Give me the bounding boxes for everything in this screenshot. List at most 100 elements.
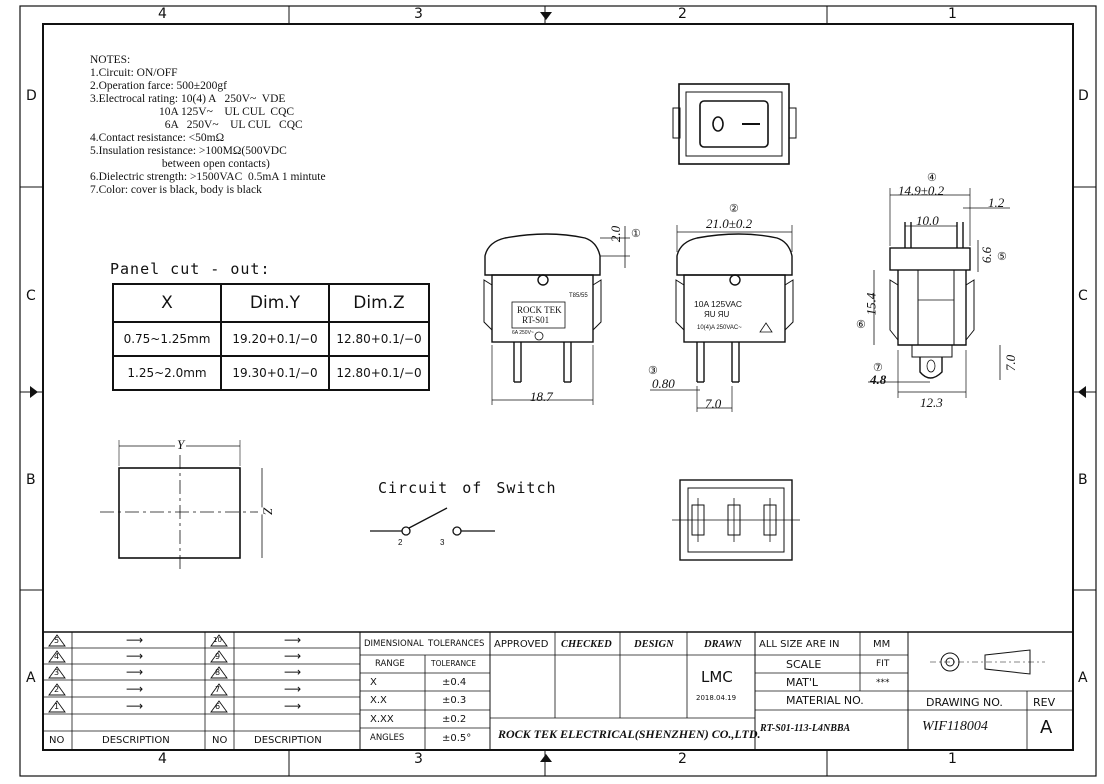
note-circuit: 1.Circuit: ON/OFF	[90, 67, 178, 79]
tol-value-xxx: ±0.2	[442, 714, 467, 725]
design-label: DESIGN	[634, 639, 674, 650]
side-dim-height: 2.0	[608, 225, 624, 243]
right-dim-inner: 10.0	[916, 213, 939, 228]
panel-cut-header-x: X	[112, 283, 222, 323]
panel-cut-cell: 12.80+0.1/−0	[328, 321, 430, 357]
rev-no-9: 9	[215, 652, 221, 661]
rev-arrow: ⟶	[126, 649, 144, 663]
rev-no-5: 5	[54, 636, 60, 645]
col-description-right: DESCRIPTION	[254, 735, 322, 746]
matl-label: MAT'L	[786, 676, 819, 689]
tol-range-xxx: X.XX	[370, 714, 394, 725]
unit-value: MM	[873, 639, 891, 650]
right-dim-pin: 4.8	[870, 372, 887, 387]
rev-no-10: 10	[213, 636, 222, 644]
cutout-y-label: Y	[175, 437, 187, 453]
drawn-by: LMC	[701, 668, 733, 686]
circuit-pin-2: 2	[398, 538, 403, 547]
front-dim-pin-spacing: 7.0	[705, 396, 722, 411]
tol-col-tolerance: TOLERANCE	[431, 659, 477, 668]
right-dim-height-marker: ⑥	[856, 319, 866, 331]
zone-row-b-left: B	[26, 472, 36, 488]
rev-arrow: ⟶	[126, 682, 144, 696]
rev-value: A	[1040, 717, 1053, 738]
rev-arrow: ⟶	[284, 699, 302, 713]
note-contact-resistance: 4.Contact resistance: <50mΩ	[90, 132, 225, 144]
all-size-label: ALL SIZE ARE IN	[759, 639, 840, 650]
side-label-rating: 6A 250V~	[512, 330, 534, 336]
zone-row-a-right: A	[1078, 670, 1088, 686]
notes-block: NOTES: 1.Circuit: ON/OFF 2.Operation far…	[90, 54, 410, 197]
drawing-no-label: DRAWING NO.	[926, 696, 1003, 709]
scale-label: SCALE	[786, 658, 822, 671]
zone-col-4-top: 4	[158, 6, 167, 22]
zone-col-3-top: 3	[414, 6, 423, 22]
side-label-brand: ROCK TEK	[517, 305, 562, 315]
zone-col-2-bottom: 2	[678, 751, 687, 767]
drawn-label: DRAWN	[704, 639, 742, 650]
col-description-left: DESCRIPTION	[102, 735, 170, 746]
front-text-ul: ЯU ЯU	[704, 310, 730, 319]
tol-header-1: DIMENSIONAL	[364, 639, 424, 649]
tol-value-angles: ±0.5°	[442, 733, 472, 744]
note-operation-force: 2.Operation farce: 500±200gf	[90, 80, 227, 92]
tol-range-x: X	[370, 677, 377, 688]
rev-no-1: 1	[54, 702, 60, 711]
checked-label: CHECKED	[561, 639, 612, 650]
rev-no-4: 4	[54, 652, 60, 661]
note-rating-2: 10A 125V~ UL CUL CQC	[90, 106, 295, 118]
right-dim-top-marker: ④	[927, 172, 937, 184]
tol-col-range: RANGE	[375, 659, 405, 669]
tol-header-2: TOLERANCES	[428, 639, 485, 649]
right-dim-bottom: 12.3	[920, 395, 943, 410]
zone-row-d-right: D	[1078, 88, 1089, 104]
front-dim-top: 21.0±0.2	[706, 216, 753, 231]
rev-no-7: 7	[215, 685, 221, 694]
zone-row-b-right: B	[1078, 472, 1088, 488]
material-no-value: RT-S01-113-L4NBBA	[760, 723, 851, 734]
right-dim-pin-len: 7.0	[1003, 354, 1019, 372]
panel-cut-header-y: Dim.Y	[220, 283, 330, 323]
zone-row-c-right: C	[1078, 288, 1088, 304]
tol-range-xx: X.X	[370, 695, 387, 706]
note-insulation-2: between open contacts)	[90, 158, 270, 170]
panel-cut-cell: 19.30+0.1/−0	[220, 355, 330, 391]
tol-range-angles: ANGLES	[370, 733, 405, 743]
note-rating-3: 6A 250V~ UL CUL CQC	[90, 119, 303, 131]
panel-cut-cell: 0.75~1.25mm	[112, 321, 222, 357]
col-no-left: NO	[49, 735, 65, 746]
company-name: ROCK TEK ELECTRICAL(SHENZHEN) CO.,LTD.	[498, 727, 761, 741]
rev-arrow: ⟶	[284, 665, 302, 679]
tol-value-x: ±0.4	[442, 677, 467, 688]
rev-arrow: ⟶	[284, 633, 302, 647]
note-color: 7.Color: cover is black, body is black	[90, 184, 262, 196]
right-dim-top: 14.9±0.2	[898, 183, 945, 198]
material-no-label: MATERIAL NO.	[786, 694, 864, 707]
side-label-model: RT-S01	[522, 315, 550, 325]
scale-value: FIT	[876, 659, 890, 669]
rev-no-6: 6	[215, 702, 221, 711]
rev-label: REV	[1033, 696, 1056, 709]
zone-col-1-top: 1	[948, 6, 957, 22]
front-text-vde: 10(4)A 250VAC~	[697, 325, 742, 331]
front-dim-marker: ②	[729, 203, 739, 215]
zone-row-a-left: A	[26, 670, 36, 686]
zone-row-c-left: C	[26, 288, 36, 304]
approved-label: APPROVED	[494, 639, 549, 650]
rev-arrow: ⟶	[126, 665, 144, 679]
circuit-title: Circuit of Switch	[378, 479, 557, 497]
side-dim-marker: ①	[631, 228, 641, 240]
panel-cut-cell: 12.80+0.1/−0	[328, 355, 430, 391]
side-dim-width: 18.7	[530, 389, 553, 404]
rev-no-3: 3	[54, 668, 60, 677]
notes-heading: NOTES:	[90, 54, 131, 66]
rev-arrow: ⟶	[284, 649, 302, 663]
rev-arrow: ⟶	[284, 682, 302, 696]
matl-value: ***	[876, 678, 890, 688]
zone-col-2-top: 2	[678, 6, 687, 22]
zone-row-d-left: D	[26, 88, 37, 104]
col-no-right: NO	[212, 735, 228, 746]
circuit-pin-3: 3	[440, 538, 445, 547]
rev-no-2: 2	[54, 685, 60, 694]
